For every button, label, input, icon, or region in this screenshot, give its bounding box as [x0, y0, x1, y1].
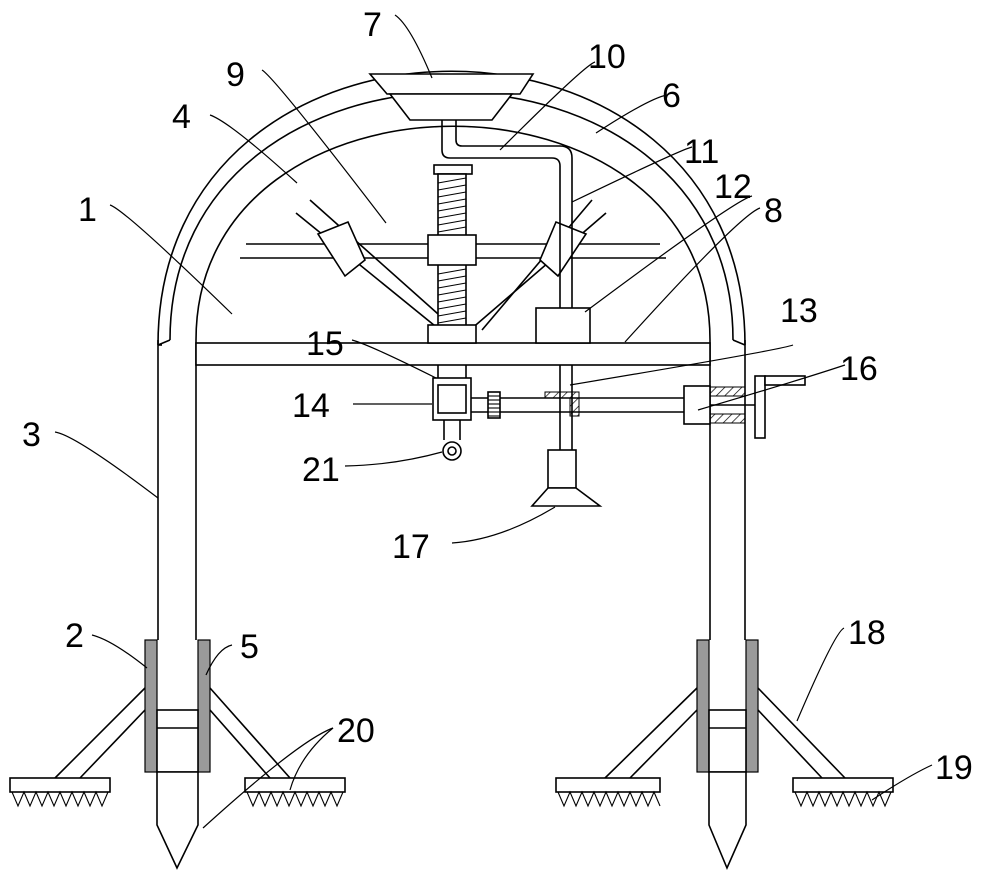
thread-line — [437, 282, 467, 289]
thread-line — [437, 275, 467, 282]
lead-screw — [427, 164, 477, 380]
label-8: 8 — [764, 192, 783, 230]
thread-line — [437, 296, 467, 303]
pipe-assembly — [441, 120, 603, 507]
thread-line — [437, 219, 467, 226]
thread-line — [437, 177, 467, 184]
thread-line — [437, 184, 467, 191]
label-3: 3 — [22, 416, 41, 454]
right-base — [555, 639, 894, 871]
gear-teeth — [488, 395, 500, 417]
thread-line — [437, 198, 467, 205]
label-12: 12 — [714, 168, 752, 206]
label-9: 9 — [226, 56, 245, 94]
right-leg — [709, 340, 746, 640]
label-14: 14 — [292, 387, 330, 425]
horizontal-shaft — [471, 375, 806, 439]
label-7: 7 — [363, 6, 382, 44]
label-2: 2 — [65, 617, 84, 655]
left-base — [9, 639, 346, 870]
thread-line — [437, 268, 467, 275]
label-1: 1 — [78, 191, 97, 229]
label-20: 20 — [337, 712, 375, 750]
left-leg — [157, 340, 197, 640]
label-17: 17 — [392, 528, 430, 566]
label-11: 11 — [684, 133, 719, 171]
diagonal-braces — [295, 199, 607, 331]
part-labels: 7 10 6 9 4 11 12 8 1 13 15 16 14 3 21 17… — [22, 6, 973, 787]
thread-line — [437, 205, 467, 212]
leader-lines — [54, 14, 933, 829]
label-5: 5 — [240, 628, 259, 666]
thread-line — [437, 310, 467, 317]
thread-line — [437, 226, 467, 233]
label-15: 15 — [306, 325, 344, 363]
label-19: 19 — [935, 749, 973, 787]
thread-line — [437, 212, 467, 219]
thread-line — [437, 317, 467, 324]
label-6: 6 — [662, 77, 681, 115]
thread-line — [437, 303, 467, 310]
hopper — [368, 73, 535, 121]
label-21: 21 — [302, 451, 340, 489]
thread-line — [437, 289, 467, 296]
slider-block — [432, 377, 472, 461]
label-13: 13 — [780, 292, 818, 330]
label-18: 18 — [848, 614, 886, 652]
label-16: 16 — [840, 350, 878, 388]
crossbar — [195, 342, 711, 366]
label-10: 10 — [588, 38, 626, 76]
label-4: 4 — [172, 98, 191, 136]
thread-line — [437, 191, 467, 198]
